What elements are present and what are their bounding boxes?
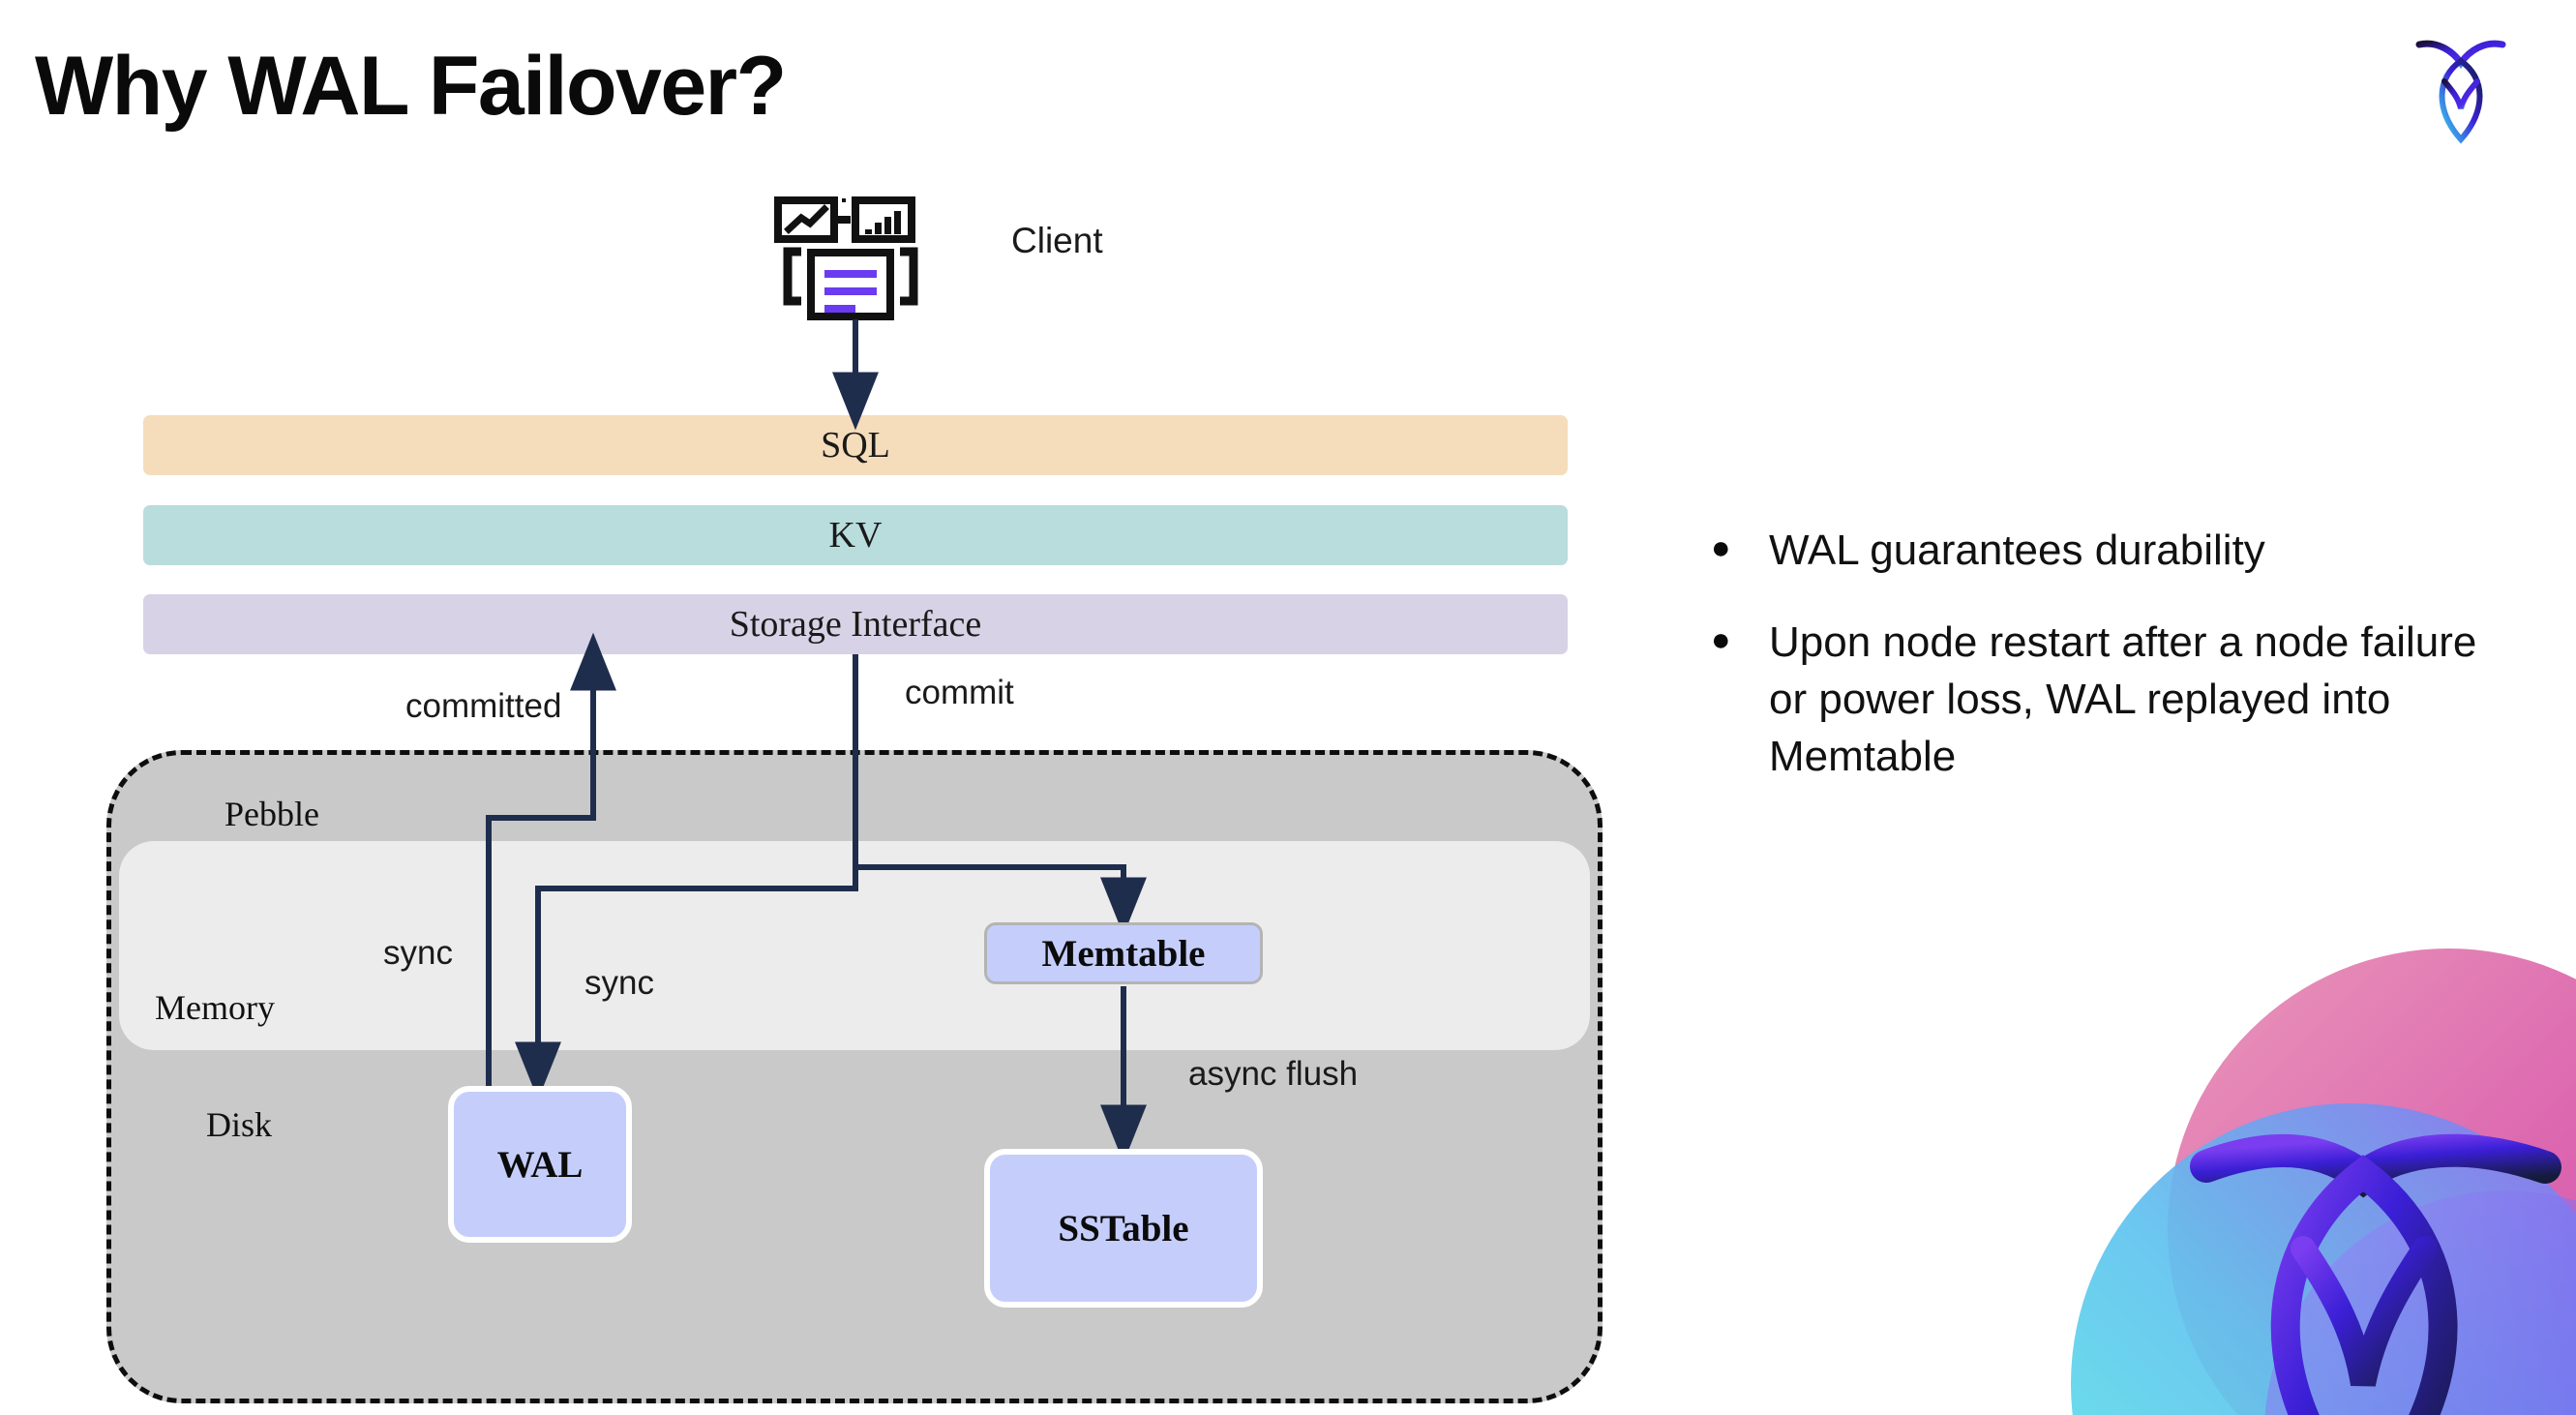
memory-label: Memory [155, 988, 275, 1027]
stack-layer-sql-label: SQL [821, 425, 890, 466]
cockroachdb-logo [2408, 31, 2514, 147]
edge-label-async-flush: async flush [1188, 1055, 1359, 1093]
stack-layer-sql: SQL [143, 415, 1568, 475]
stack-layer-storage-interface-label: Storage Interface [729, 604, 982, 645]
memory-container [119, 841, 1590, 1050]
stack-layer-kv-label: KV [828, 515, 883, 556]
disk-label: Disk [206, 1105, 273, 1144]
bullet-text: Upon node restart after a node failure o… [1769, 617, 2477, 780]
bullet-marker-icon: ● [1711, 529, 1731, 566]
pebble-label: Pebble [225, 795, 319, 833]
node-memtable: Memtable [984, 922, 1263, 984]
node-wal: WAL [448, 1086, 632, 1243]
edge-label-committed: committed [405, 687, 562, 725]
stack-layer-storage-interface: Storage Interface [143, 594, 1568, 654]
client-label: Client [1011, 221, 1103, 260]
bullet-marker-icon: ● [1711, 620, 1731, 658]
node-sstable-label: SSTable [1058, 1207, 1189, 1249]
edge-label-sync-left: sync [383, 934, 453, 972]
edge-label-commit: commit [905, 674, 1014, 711]
stack-layer-kv: KV [143, 505, 1568, 565]
bullet-text: WAL guarantees durability [1769, 527, 2265, 574]
decorative-logo-artwork [1964, 929, 2576, 1415]
bullet-list: ● WAL guarantees durability ● Upon node … [1711, 523, 2485, 821]
page-title: Why WAL Failover? [35, 40, 787, 133]
node-wal-label: WAL [496, 1143, 584, 1186]
list-item: ● Upon node restart after a node failure… [1711, 615, 2485, 786]
client-terminal-icon [774, 196, 929, 320]
list-item: ● WAL guarantees durability [1711, 523, 2485, 580]
edge-label-sync-right: sync [584, 964, 654, 1002]
node-sstable: SSTable [984, 1149, 1263, 1308]
node-memtable-label: Memtable [1041, 932, 1206, 975]
